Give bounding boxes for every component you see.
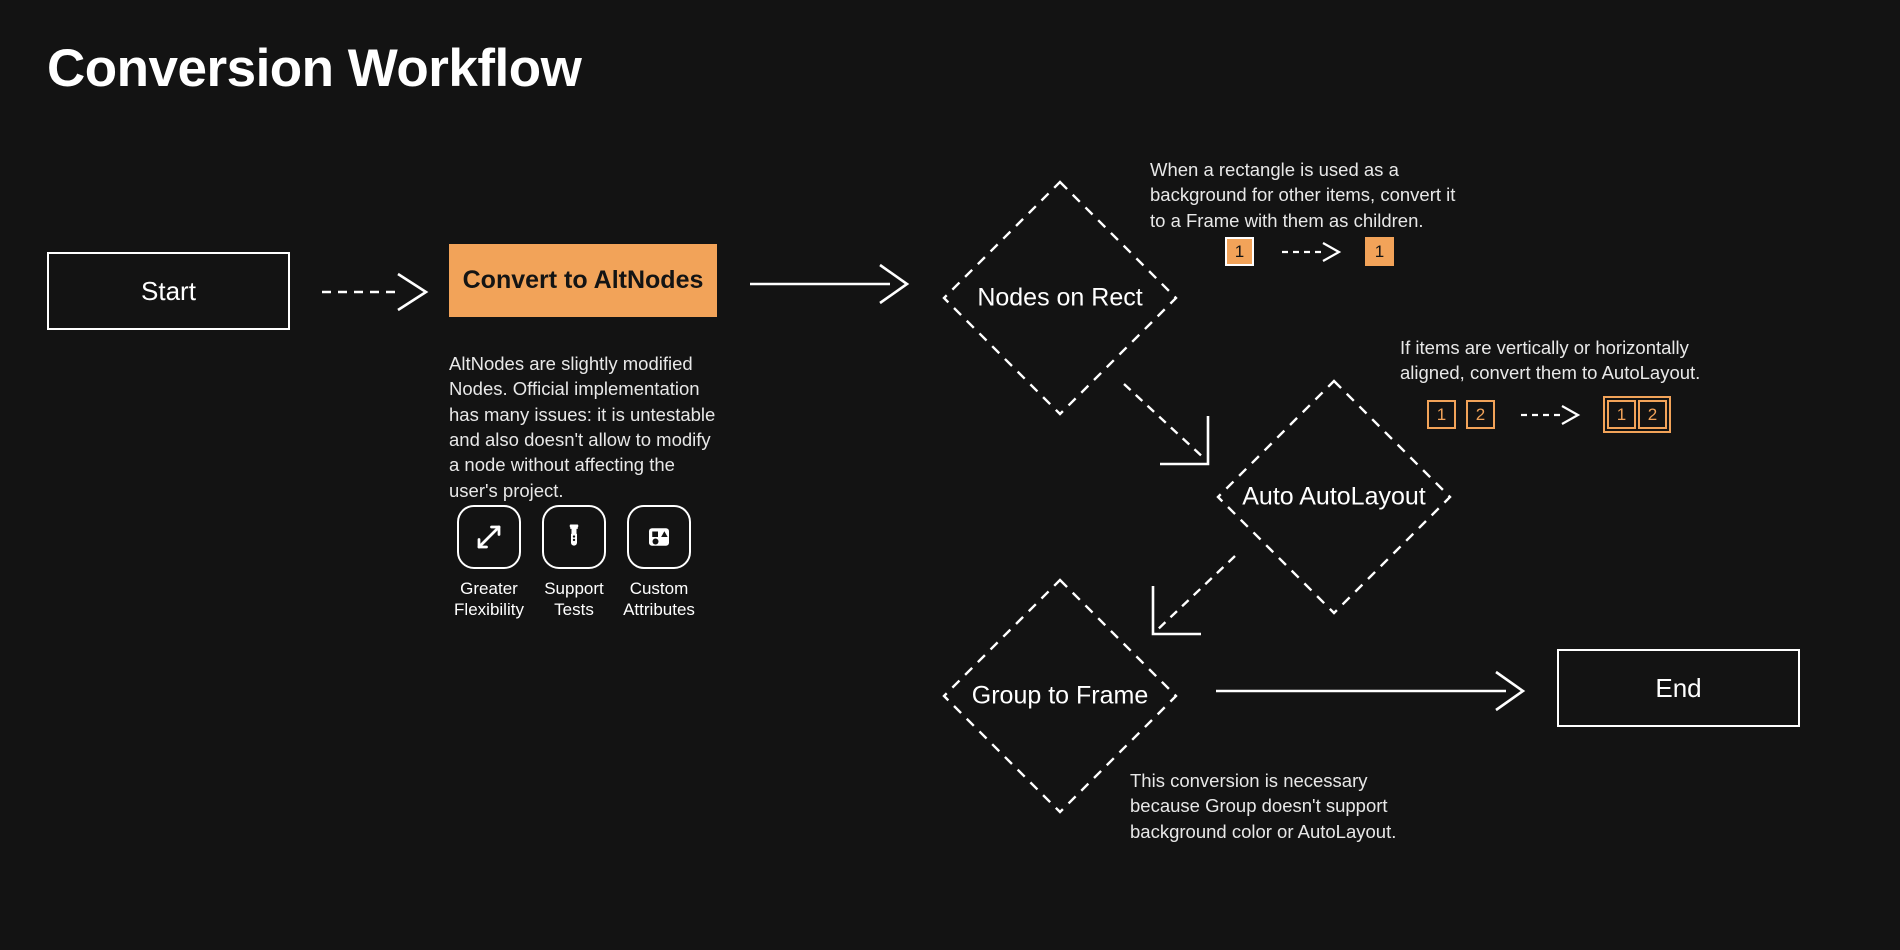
- mini-arrow-icon: [1521, 404, 1581, 425]
- feature-list: Greater Flexibility Support Tests: [454, 505, 695, 620]
- node-convert-to-altnodes[interactable]: Convert to AltNodes: [449, 244, 717, 317]
- node-nodes-on-rect[interactable]: Nodes on Rect: [941, 179, 1179, 417]
- connector-start-to-convert: [322, 272, 430, 312]
- node-end[interactable]: End: [1557, 649, 1800, 727]
- badge-before-2: 2: [1466, 400, 1495, 429]
- badge-after-1: 1: [1365, 237, 1394, 266]
- expand-arrows-chip: [457, 505, 521, 569]
- feature-support-tests[interactable]: Support Tests: [540, 505, 608, 620]
- feature-label: Custom Attributes: [623, 579, 695, 619]
- connector-nodes-on-rect-to-auto-autolayout: [1120, 380, 1230, 475]
- annotation-auto-autolayout-text: If items are vertically or horizontally …: [1400, 337, 1701, 384]
- node-start[interactable]: Start: [47, 252, 290, 330]
- badge-after-1: 1: [1607, 400, 1636, 429]
- node-convert-label: Convert to AltNodes: [462, 266, 704, 294]
- annotation-nodes-on-rect-text: When a rectangle is used as a background…: [1150, 159, 1456, 231]
- page-title: Conversion Workflow: [47, 39, 582, 98]
- connector-auto-autolayout-to-group-to-frame: [1135, 550, 1245, 645]
- node-start-label: Start: [141, 275, 196, 306]
- node-group-to-frame-label: Group to Frame: [971, 681, 1149, 710]
- feature-greater-flexibility[interactable]: Greater Flexibility: [454, 505, 524, 620]
- connector-convert-to-nodes-on-rect: [750, 263, 910, 305]
- annotation-auto-autolayout-illustration: 1 2 1 2: [1427, 396, 1671, 433]
- feature-custom-attributes[interactable]: Custom Attributes: [623, 505, 695, 620]
- feature-label: Support Tests: [544, 579, 604, 619]
- node-end-label: End: [1655, 672, 1702, 703]
- shapes-chip: [627, 505, 691, 569]
- node-group-to-frame[interactable]: Group to Frame: [941, 577, 1179, 815]
- diamond-outline: [1216, 379, 1452, 615]
- node-nodes-on-rect-label: Nodes on Rect: [977, 283, 1143, 312]
- feature-label: Greater Flexibility: [454, 579, 524, 619]
- badge-group-after: 1 2: [1603, 396, 1671, 433]
- node-auto-autolayout[interactable]: Auto AutoLayout: [1215, 378, 1453, 616]
- test-tube-icon: [569, 524, 579, 546]
- annotation-nodes-on-rect-illustration: 1 1: [1225, 237, 1394, 266]
- badge-before-1: 1: [1427, 400, 1456, 429]
- test-tube-chip: [542, 505, 606, 569]
- annotation-group-to-frame-text: This conversion is necessary because Gro…: [1130, 770, 1397, 842]
- badge-after-2: 2: [1638, 400, 1667, 429]
- diamond-outline: [942, 578, 1178, 814]
- convert-description: AltNodes are slightly modified Nodes. Of…: [449, 353, 716, 501]
- diamond-outline: [942, 180, 1178, 416]
- connector-group-to-frame-to-end: [1216, 670, 1526, 712]
- node-auto-autolayout-label: Auto AutoLayout: [1242, 482, 1426, 511]
- badge-before-1: 1: [1225, 237, 1254, 266]
- shapes-icon: [649, 528, 669, 546]
- expand-arrows-icon: [477, 525, 501, 549]
- mini-arrow-icon: [1282, 241, 1342, 262]
